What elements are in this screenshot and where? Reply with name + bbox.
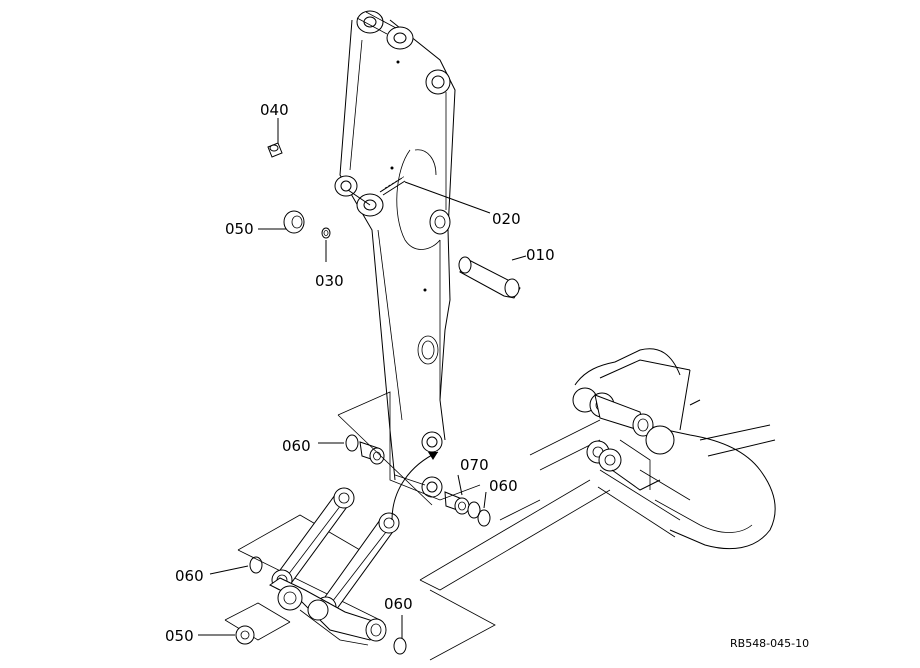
callout-060-left: 060 (282, 437, 311, 455)
callout-040: 040 (260, 101, 289, 119)
leader-lines (198, 118, 527, 638)
callout-010: 010 (526, 246, 555, 264)
bushing-left (359, 441, 385, 465)
callout-050-bottom: 050 (165, 627, 194, 645)
callout-050-top: 050 (225, 220, 254, 238)
o-ring-060-bottom-right (393, 637, 407, 655)
o-ring-060-left (345, 434, 359, 452)
callout-060-bottom-left: 060 (175, 567, 204, 585)
washer-050-top (283, 210, 305, 234)
nut-030 (321, 227, 331, 239)
link-bracket (269, 577, 387, 646)
callout-030: 030 (315, 272, 344, 290)
o-ring-060-right (477, 509, 491, 527)
callout-060-right: 060 (489, 477, 518, 495)
washer-050-bottom (235, 625, 255, 645)
bushing-070 (444, 491, 470, 515)
reference-code: RB548-045-10 (730, 637, 809, 650)
boom-assembly (572, 348, 776, 550)
callout-060-bottom-right: 060 (384, 595, 413, 613)
washer-right (467, 501, 481, 519)
arm-assembly (334, 10, 456, 498)
assembly-arrow (391, 451, 439, 521)
bolt-020 (379, 175, 406, 196)
callout-020: 020 (492, 210, 521, 228)
pin-010 (458, 256, 521, 299)
callout-070: 070 (460, 456, 489, 474)
o-ring-060-bottom-left (249, 556, 263, 574)
reference-planes (224, 391, 611, 661)
grease-fitting-040 (267, 142, 283, 158)
